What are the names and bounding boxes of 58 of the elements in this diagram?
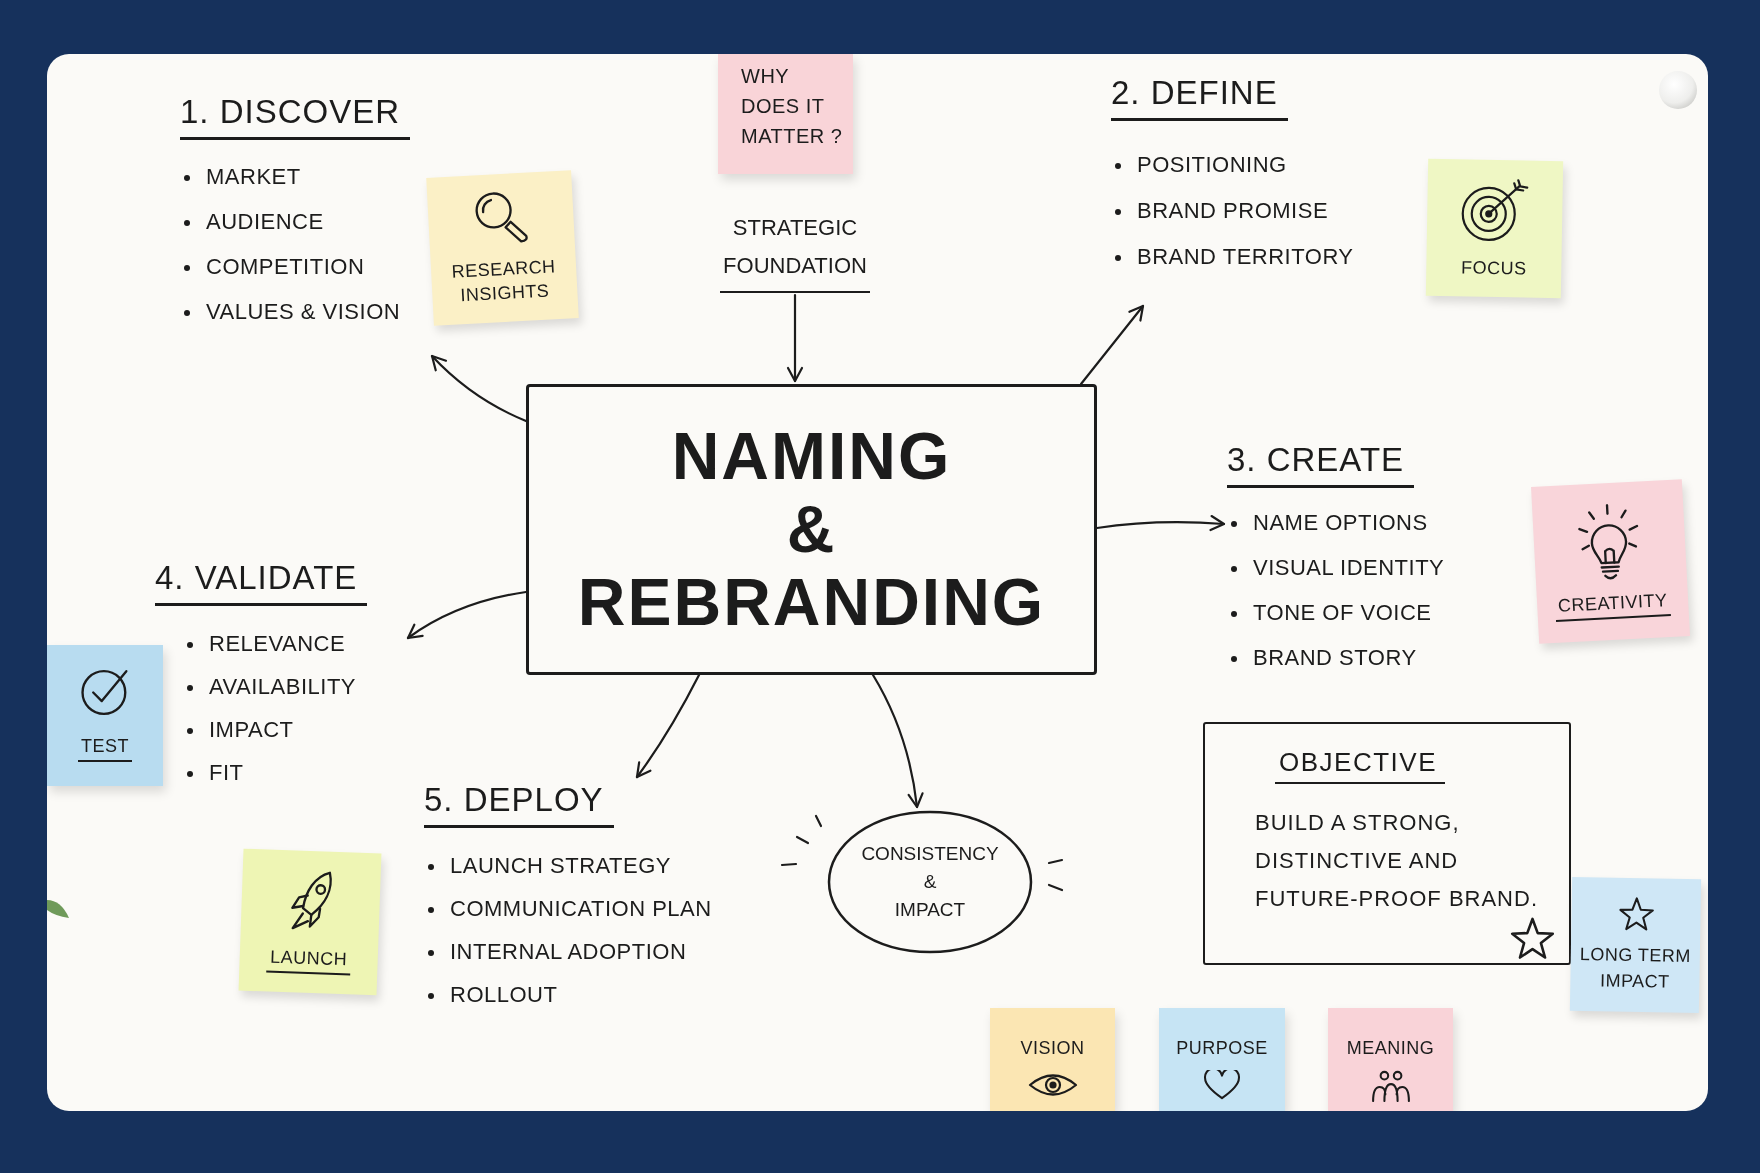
underlined-label: STRATEGIC FOUNDATION: [720, 209, 870, 293]
list-item: AUDIENCE: [180, 208, 324, 235]
sticky-note: [1159, 1008, 1285, 1111]
list-item: VALUES & VISION: [180, 298, 401, 325]
sticky-note-label: RESEARCH INSIGHTS: [450, 255, 558, 308]
title-box: [526, 384, 1097, 675]
list-item: TONE OF VOICE: [1227, 599, 1432, 626]
arrow: [406, 590, 528, 640]
list-item: COMMUNICATION PLAN: [424, 895, 712, 922]
arrow: [871, 673, 924, 809]
sticky-note-label: WHY DOES IT MATTER ?: [741, 64, 844, 149]
ellipse-label: CONSISTENCY & IMPACT: [861, 842, 999, 922]
arrow: [1079, 304, 1145, 386]
sticky-note: [426, 170, 579, 326]
sticky-note-label: TEST: [78, 734, 132, 762]
list-item: MARKET: [180, 163, 301, 190]
list-item: COMPETITION: [180, 253, 365, 280]
list-item: RELEVANCE: [183, 630, 346, 657]
arrow: [430, 354, 528, 423]
list-item: NAME OPTIONS: [1227, 509, 1428, 536]
list-item: ROLLOUT: [424, 981, 558, 1008]
sticky-note: [47, 645, 163, 786]
list-item: BRAND TERRITORY: [1111, 244, 1354, 270]
box-heading: OBJECTIVE: [1275, 746, 1445, 784]
sticky-note: [1425, 158, 1564, 299]
arrow: [635, 673, 701, 779]
arrow: [1095, 515, 1226, 532]
sticky-note-label: LAUNCH: [266, 944, 351, 976]
section-heading: 4. VALIDATE: [155, 558, 368, 606]
section-heading: 1. DISCOVER: [180, 92, 411, 140]
section-heading: 3. CREATE: [1227, 440, 1415, 488]
sticky-note: [718, 54, 853, 174]
arrow: [786, 293, 804, 383]
list-item: AVAILABILITY: [183, 673, 357, 700]
title-text: NAMING & REBRANDING: [577, 420, 1046, 639]
sticky-note-label: CREATIVITY: [1554, 587, 1672, 622]
sticky-note: [238, 848, 382, 996]
box-text: BUILD A STRONG, DISTINCTIVE AND FUTURE-PROOF BRAND.: [1255, 809, 1539, 913]
sticky-note-label: FOCUS: [1460, 255, 1527, 281]
sticky-note-label: VISION: [1020, 1037, 1085, 1060]
sticky-note-label: PURPOSE: [1176, 1037, 1268, 1060]
sticky-note: [1569, 876, 1702, 1014]
list-item: IMPACT: [183, 716, 294, 743]
list-item: VISUAL IDENTITY: [1227, 554, 1445, 581]
section-heading: 2. DEFINE: [1111, 73, 1288, 121]
section-heading: 5. DEPLOY: [424, 780, 614, 828]
sticky-note-label: LONG TERM IMPACT: [1578, 943, 1693, 994]
sticky-note: [990, 1008, 1115, 1111]
list-item: BRAND PROMISE: [1111, 198, 1329, 224]
list-item: BRAND STORY: [1227, 644, 1417, 671]
note-box: [1203, 722, 1571, 965]
sticky-note-label: MEANING: [1346, 1037, 1435, 1060]
list-item: LAUNCH STRATEGY: [424, 852, 671, 879]
list-item: POSITIONING: [1111, 152, 1287, 178]
list-item: INTERNAL ADOPTION: [424, 938, 687, 965]
sticky-note: [1531, 479, 1690, 644]
list-item: FIT: [183, 759, 244, 786]
sticky-note: [1328, 1008, 1453, 1111]
